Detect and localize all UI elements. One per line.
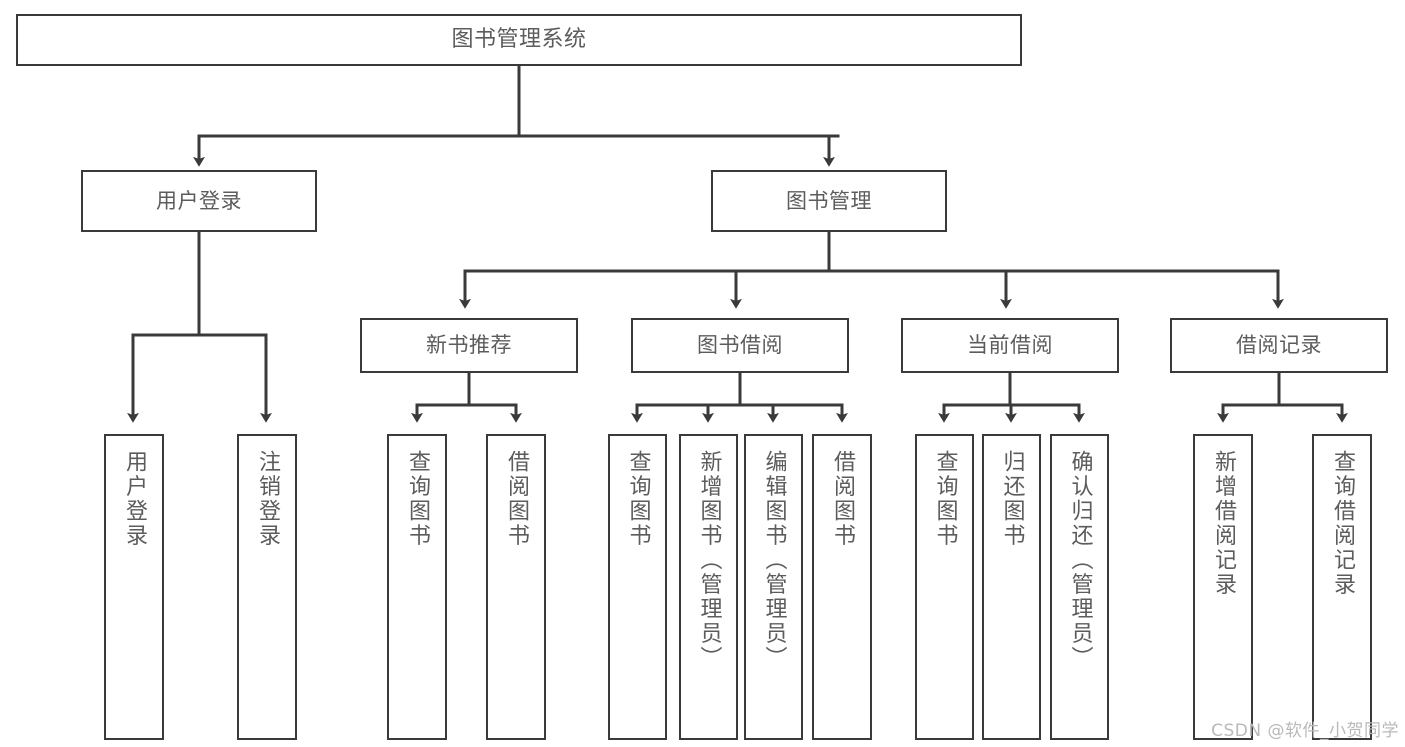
leaf-borrow-book[interactable]: 借阅图书 bbox=[812, 434, 872, 740]
node-label: 用户登录 bbox=[122, 450, 147, 548]
leaf-return-book[interactable]: 归还图书 bbox=[982, 434, 1041, 740]
node-label: 查询图书 bbox=[625, 450, 651, 548]
leaf-add-book-admin[interactable]: 新增图书（管理员） bbox=[679, 434, 738, 740]
node-label: 查询图书 bbox=[405, 450, 430, 548]
node-label: 查询图书 bbox=[932, 450, 958, 548]
node-user-login[interactable]: 用户登录 bbox=[81, 170, 317, 232]
node-label: 新增借阅记录 bbox=[1211, 450, 1236, 597]
node-current-borrow[interactable]: 当前借阅 bbox=[901, 318, 1119, 373]
node-label: 图书借阅 bbox=[697, 333, 783, 358]
leaf-query-book-recommend[interactable]: 查询图书 bbox=[387, 434, 447, 740]
node-new-book-recommend[interactable]: 新书推荐 bbox=[360, 318, 578, 373]
node-book-management[interactable]: 图书管理 bbox=[711, 170, 947, 232]
node-label: 编辑图书（管理员） bbox=[761, 450, 787, 671]
node-label: 确认归还（管理员） bbox=[1067, 450, 1093, 671]
leaf-edit-book-admin[interactable]: 编辑图书（管理员） bbox=[744, 434, 803, 740]
node-label: 借阅图书 bbox=[504, 450, 529, 548]
leaf-logout[interactable]: 注销登录 bbox=[237, 434, 297, 740]
node-label: 当前借阅 bbox=[967, 333, 1053, 358]
node-root-book-management-system[interactable]: 图书管理系统 bbox=[16, 14, 1022, 66]
node-label: 借阅记录 bbox=[1236, 333, 1322, 358]
watermark: CSDN @软件_小贺同学 bbox=[1211, 721, 1399, 741]
node-label: 新书推荐 bbox=[426, 333, 512, 358]
leaf-query-book-current[interactable]: 查询图书 bbox=[915, 434, 974, 740]
leaf-confirm-return-admin[interactable]: 确认归还（管理员） bbox=[1050, 434, 1109, 740]
leaf-query-borrow-record[interactable]: 查询借阅记录 bbox=[1312, 434, 1372, 740]
node-label: 归还图书 bbox=[999, 450, 1025, 548]
node-label: 注销登录 bbox=[255, 450, 280, 548]
node-label: 新增图书（管理员） bbox=[696, 450, 722, 671]
node-label: 借阅图书 bbox=[830, 450, 855, 548]
node-label: 图书管理 bbox=[786, 188, 872, 213]
leaf-query-book-borrow[interactable]: 查询图书 bbox=[608, 434, 667, 740]
node-book-borrow[interactable]: 图书借阅 bbox=[631, 318, 849, 373]
leaf-borrow-book-recommend[interactable]: 借阅图书 bbox=[486, 434, 546, 740]
node-borrow-record[interactable]: 借阅记录 bbox=[1170, 318, 1388, 373]
leaf-add-borrow-record[interactable]: 新增借阅记录 bbox=[1193, 434, 1253, 740]
node-label: 查询借阅记录 bbox=[1330, 450, 1355, 597]
node-label: 用户登录 bbox=[156, 188, 242, 213]
node-label: 图书管理系统 bbox=[451, 27, 587, 53]
leaf-user-login[interactable]: 用户登录 bbox=[104, 434, 164, 740]
